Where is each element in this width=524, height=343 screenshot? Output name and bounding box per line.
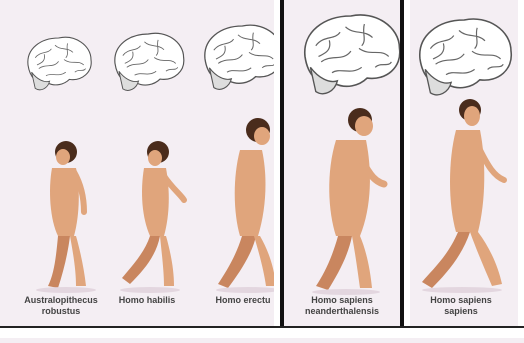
brain-5 [420, 19, 512, 95]
highlight-frame [280, 0, 404, 330]
brain-1 [28, 37, 91, 90]
label-neanderthal: Homo sapiens neanderthalensis [287, 295, 397, 317]
figure-homo-sapiens [422, 99, 504, 288]
figure-homo-erectus [218, 118, 276, 288]
label-line1: Homo sapiens [287, 295, 397, 306]
separator-white [404, 0, 410, 338]
brain-3 [205, 25, 282, 89]
label-line1: Homo sapiens [406, 295, 516, 306]
label-line2: robustus [6, 306, 116, 317]
brain-2 [115, 33, 184, 90]
label-homo-erectus: Homo erectu [188, 295, 298, 306]
bottom-strip [0, 328, 524, 338]
label-homo-habilis: Homo habilis [92, 295, 202, 306]
label-line2: sapiens [406, 306, 516, 317]
label-line1: Homo habilis [92, 295, 202, 306]
label-line1: Homo erectu [188, 295, 298, 306]
separator-white [518, 0, 524, 338]
figure-australopithecus [48, 141, 86, 288]
ground-shadows [36, 287, 502, 295]
figure-homo-habilis [122, 141, 184, 286]
label-homo-sapiens: Homo sapiens sapiens [406, 295, 516, 317]
label-line2: neanderthalensis [287, 306, 397, 317]
